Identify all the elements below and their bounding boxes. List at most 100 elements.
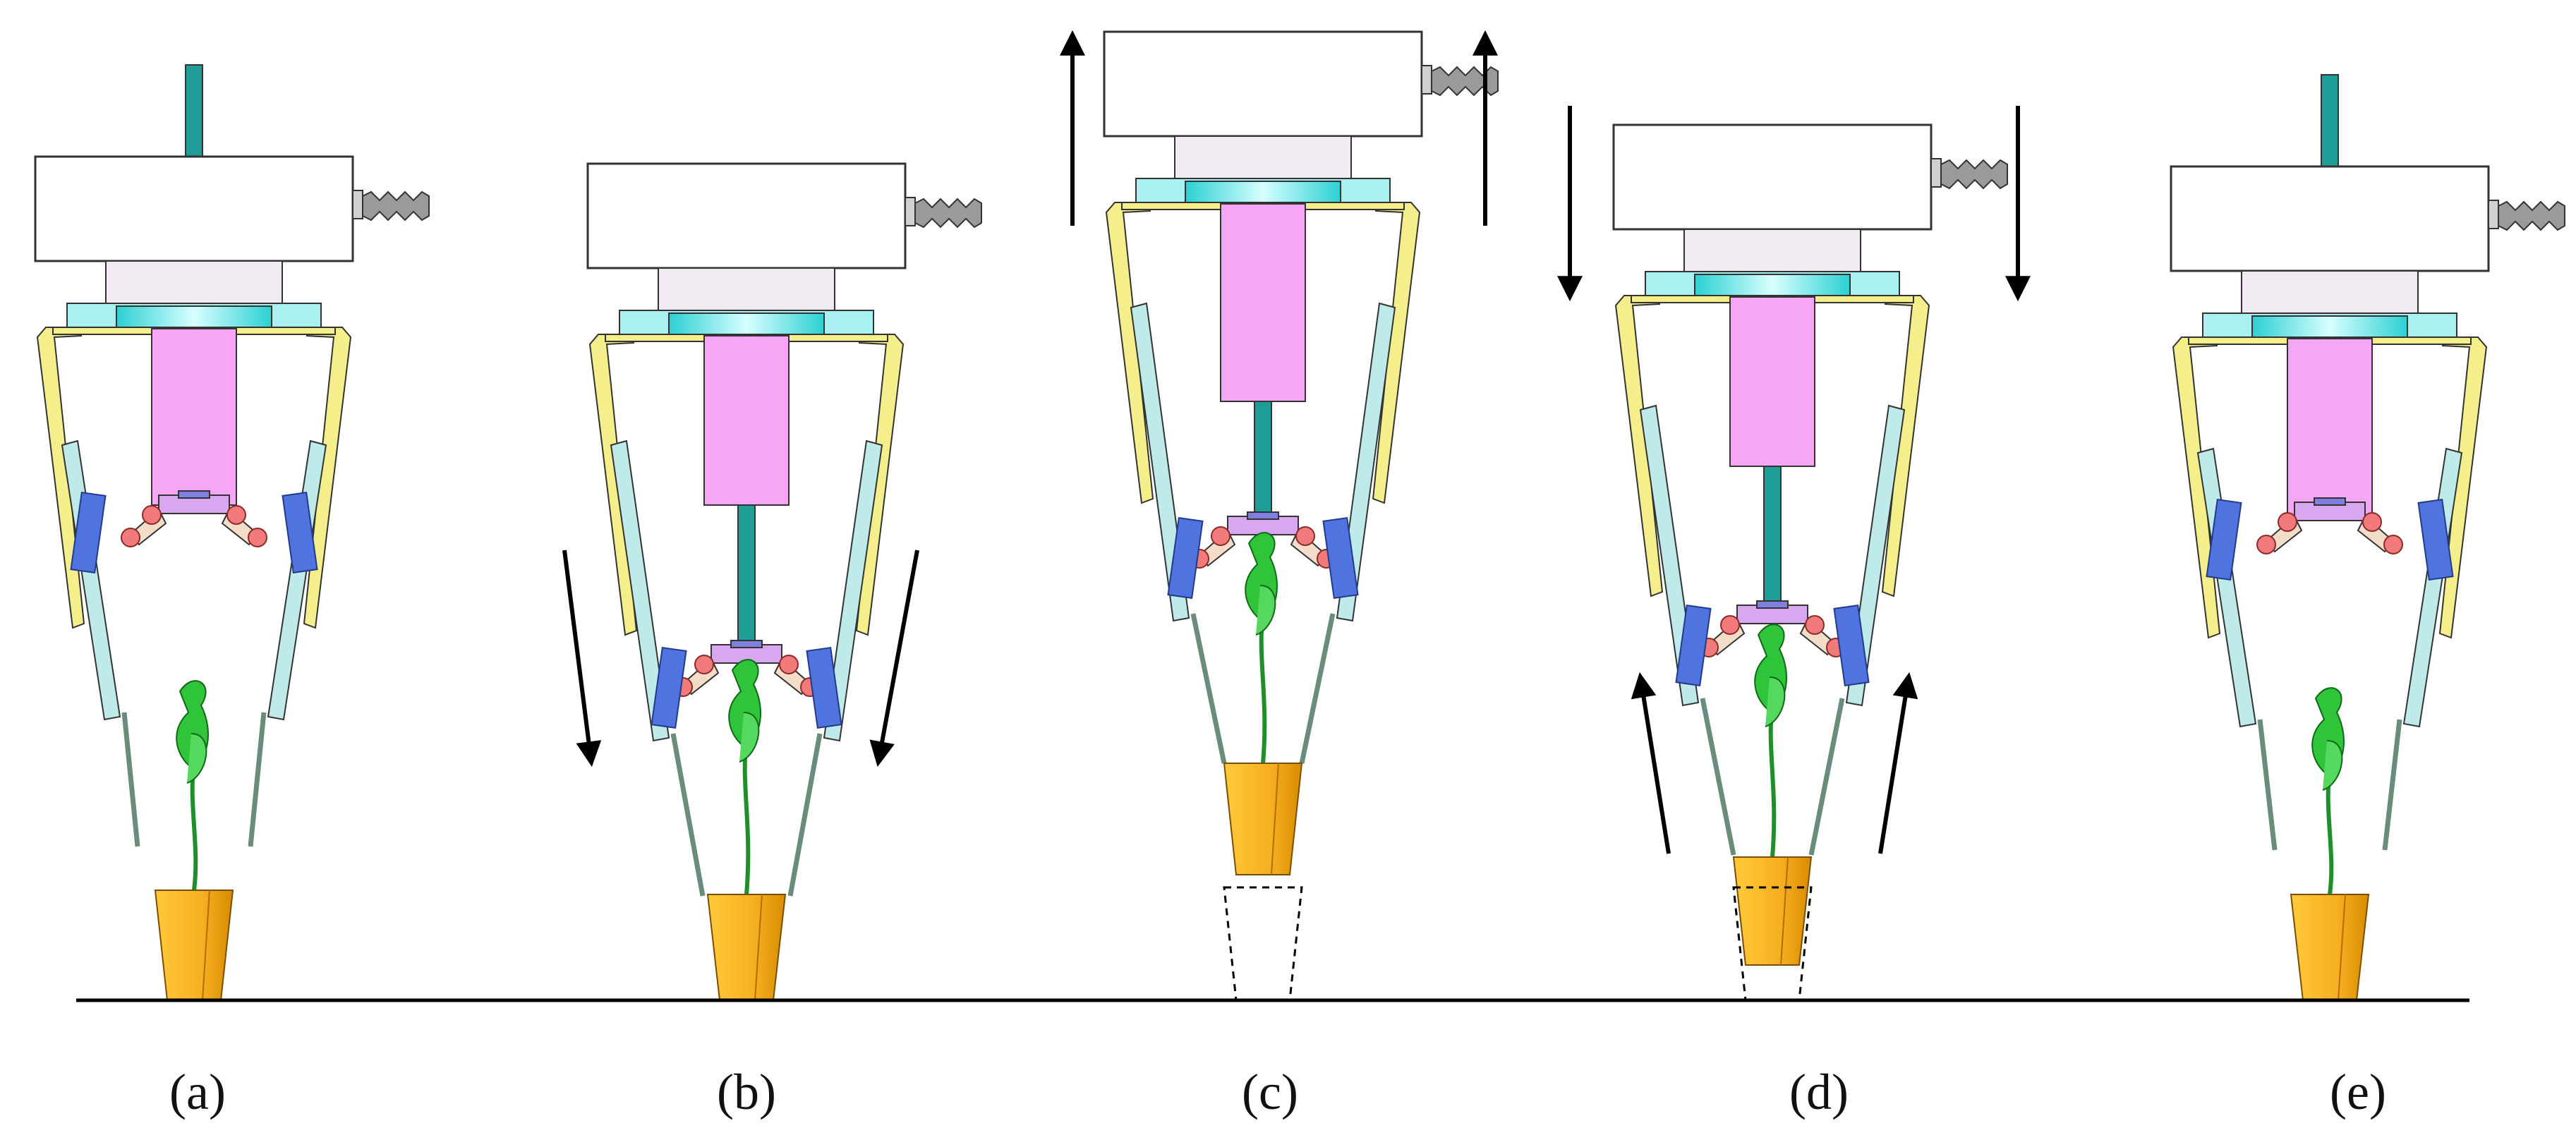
finger-right <box>2402 447 2463 728</box>
motor-neck <box>1683 229 1861 272</box>
finger-left <box>61 439 121 721</box>
joint <box>694 655 714 674</box>
finger-right <box>1336 302 1396 622</box>
joint <box>142 505 162 525</box>
cylinder <box>1729 296 1815 467</box>
seedling-leaf <box>1255 585 1276 636</box>
joint <box>121 528 140 547</box>
gripper-cap <box>1756 600 1789 609</box>
top-rod <box>2321 74 2339 169</box>
finger-rod-left <box>2257 719 2278 851</box>
finger-rod-right <box>1808 698 1845 856</box>
joint <box>2278 512 2297 532</box>
gripper-cap <box>1247 511 1279 520</box>
seedling-stem <box>1259 613 1267 764</box>
caption-a: (a) <box>169 1064 226 1120</box>
stage-e <box>2170 74 2565 1001</box>
finger-rod-left <box>1700 698 1736 856</box>
finger-rod-right <box>1299 613 1336 764</box>
mounting-plate-center <box>1185 181 1341 203</box>
stage-c <box>1103 30 1499 1002</box>
pot <box>706 894 787 1001</box>
joint <box>2362 512 2382 532</box>
motor-box <box>586 162 907 269</box>
pad-left <box>70 492 107 574</box>
motor-box <box>1103 30 1423 138</box>
seedling-stem <box>190 761 198 891</box>
pad-right <box>806 647 842 729</box>
pad-right <box>282 492 318 574</box>
pot <box>1732 856 1813 966</box>
pot-original-position <box>1223 886 1303 1002</box>
cylinder <box>2287 338 2373 516</box>
joint <box>1720 615 1740 635</box>
screw-connector-base <box>1421 65 1432 95</box>
gripper-head <box>2294 502 2366 521</box>
arrow-b-right <box>869 550 919 767</box>
motor-neck <box>2241 270 2419 314</box>
pad-left <box>1675 605 1712 686</box>
screw-connector-base <box>2488 200 2499 229</box>
gripper-cap <box>2314 497 2346 506</box>
joint <box>1295 526 1315 546</box>
pot-edge <box>1271 763 1279 875</box>
arrow-d-right-up <box>1878 672 1918 854</box>
motor-neck <box>658 267 835 311</box>
seedling-leaf <box>186 733 207 784</box>
pot <box>2290 894 2370 1001</box>
seedling-leaf <box>1765 676 1786 727</box>
motor-box <box>1612 123 1933 231</box>
mounting-plate-center <box>116 305 272 328</box>
seedling-stem <box>742 740 751 895</box>
screw-connector <box>914 198 982 229</box>
cylinder <box>151 328 237 506</box>
screw-connector-base <box>1930 158 1942 188</box>
screw-connector <box>1940 159 2008 190</box>
gripper-cap <box>178 490 210 499</box>
arrow-b-left <box>562 550 602 767</box>
mounting-plate-center <box>668 312 825 335</box>
caption-d: (d) <box>1789 1064 1849 1120</box>
top-rod <box>185 64 203 159</box>
pot-edge <box>1780 856 1789 966</box>
joint <box>1211 526 1230 546</box>
pad-right <box>1833 605 1870 686</box>
screw-connector <box>2498 200 2565 231</box>
pot-edge <box>202 890 210 1001</box>
finger-rod-left <box>1190 613 1227 764</box>
screw-connector <box>362 190 430 221</box>
stage-a <box>34 64 430 1001</box>
joint <box>2383 535 2403 554</box>
mounting-plate-center <box>2251 315 2408 338</box>
pad-left <box>1167 517 1204 599</box>
finger-left <box>2196 447 2257 728</box>
gripper-cap <box>730 640 763 648</box>
cylinder <box>703 335 790 506</box>
finger-left <box>1130 302 1190 622</box>
motor-box <box>34 155 354 262</box>
piston-rod <box>737 504 756 645</box>
pad-right <box>1322 517 1359 599</box>
pot-edge <box>754 894 763 1001</box>
seedling-leaf <box>739 712 760 763</box>
cylinder <box>1220 203 1306 402</box>
pad-left <box>651 647 687 729</box>
pot <box>1223 763 1303 875</box>
motion-arrows <box>562 30 2031 854</box>
finger-left <box>610 439 670 742</box>
motor-neck <box>105 260 283 304</box>
piston-rod <box>1763 466 1782 606</box>
seedling-leaf <box>2322 740 2343 791</box>
pot <box>154 890 234 1001</box>
mounting-plate-center <box>1694 274 1851 296</box>
finger-rod-right <box>787 733 823 897</box>
joint <box>226 505 246 525</box>
finger-rod-right <box>2382 719 2402 851</box>
caption-e: (e) <box>2330 1064 2386 1120</box>
finger-right <box>823 439 883 742</box>
joint <box>779 655 799 674</box>
screw-connector-base <box>352 190 363 219</box>
joint <box>248 528 267 547</box>
caption-c: (c) <box>1242 1064 1298 1120</box>
